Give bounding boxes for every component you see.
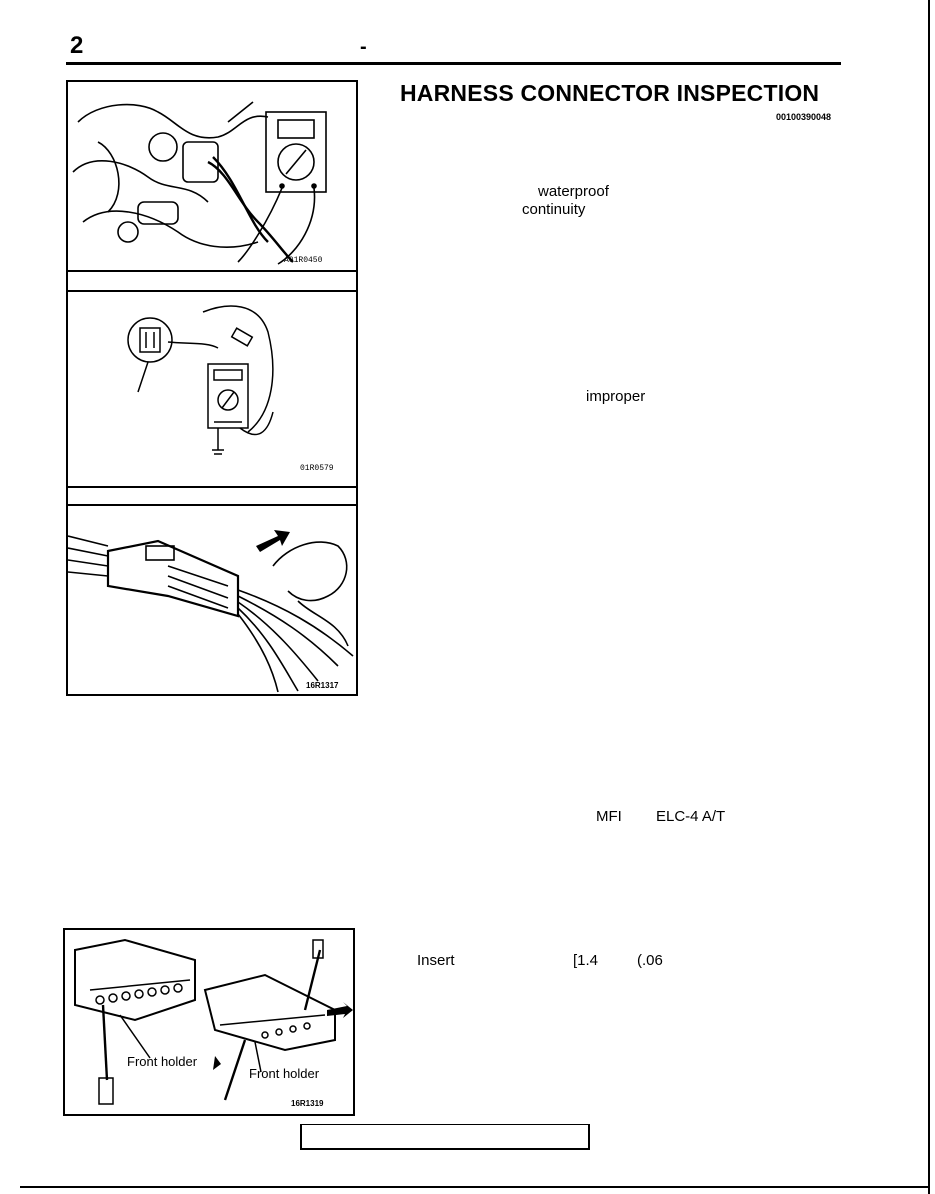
panel-divider-1b xyxy=(66,290,358,292)
fig1-code: A01R0450 xyxy=(284,256,323,265)
text-dim2: (.06 xyxy=(637,952,663,969)
figure-front-holder-frame xyxy=(63,928,355,1116)
fig4-label-left: Front holder xyxy=(127,1054,198,1069)
text-waterproof: waterproof xyxy=(538,183,609,200)
panel-divider-2 xyxy=(66,486,358,488)
page-title: HARNESS CONNECTOR INSPECTION xyxy=(400,80,820,106)
fig2-code: 01R0579 xyxy=(300,464,334,473)
text-improper: improper xyxy=(586,388,646,405)
section-number: 2 xyxy=(70,32,84,59)
figure-engine-tester: A01R0450 xyxy=(72,101,327,265)
figure-connector-wires: 16R1317 xyxy=(68,530,354,693)
fig4-label-right: Front holder xyxy=(249,1066,320,1081)
page-bottom-rule xyxy=(20,1186,930,1188)
text-insert: Insert xyxy=(417,952,455,969)
fig3-code: 16R1317 xyxy=(306,681,339,690)
text-elc: ELC-4 A/T xyxy=(656,808,726,825)
text-mfi: MFI xyxy=(596,808,622,825)
panel-divider-1 xyxy=(66,270,358,272)
text-dim1: [1.4 xyxy=(573,952,599,969)
fig4-code: 16R1319 xyxy=(291,1099,324,1108)
figure-column-frame xyxy=(66,80,358,696)
bottom-label-box xyxy=(300,1124,590,1150)
document-code: 00100390048 xyxy=(776,112,832,122)
text-continuity: continuity xyxy=(522,201,586,218)
figure-connector-multimeter: 01R0579 xyxy=(127,305,334,473)
figure-front-holder: Front holder Front holder 16R1319 xyxy=(74,938,353,1108)
header-dash: - xyxy=(360,36,367,58)
panel-divider-2b xyxy=(66,504,358,506)
header-rule xyxy=(66,62,841,65)
page-right-border xyxy=(928,0,930,1194)
